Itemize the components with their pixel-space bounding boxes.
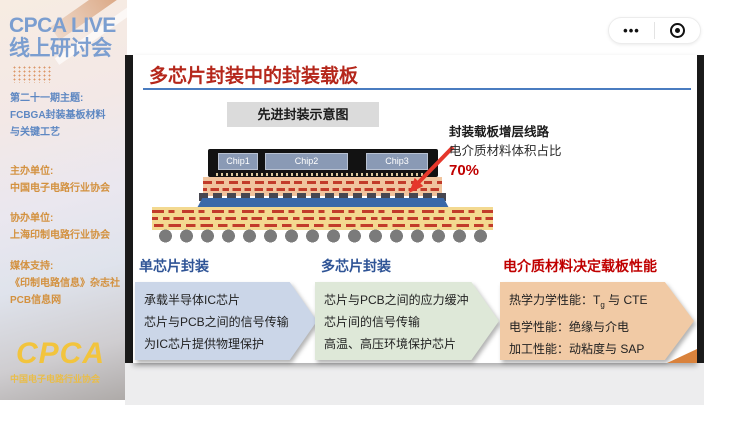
- section1-heading: 单芯片封装: [139, 258, 209, 274]
- annotation-line2: 电介质材料体积占比: [449, 144, 562, 158]
- section1-line1: 承载半导体IC芯片: [144, 293, 241, 307]
- section3-line2: 电学性能：绝缘与介电: [509, 320, 630, 335]
- section2-line3: 高温、高压环境保护芯片: [324, 337, 457, 351]
- slide-corner-decoration: [667, 349, 697, 363]
- section2-heading: 多芯片封装: [321, 258, 391, 274]
- section1-line3: 为IC芯片提供物理保护: [144, 337, 265, 351]
- solder-bump-row: [199, 193, 447, 201]
- diagram-label: 先进封装示意图: [227, 102, 379, 127]
- topic-line1: FCBGA封装基板材料: [10, 110, 106, 121]
- host-label: 主办单位:: [10, 166, 54, 177]
- section2-box: 芯片与PCB之间的应力缓冲 芯片间的信号传输 高温、高压环境保护芯片: [315, 282, 499, 360]
- substrate-layer: [152, 207, 493, 230]
- red-arrow-icon: [409, 145, 455, 193]
- cpca-logo: CPCA: [16, 337, 106, 370]
- slide-title: 多芯片封装中的封装载板: [149, 66, 359, 87]
- section2-line2: 芯片间的信号传输: [324, 315, 421, 329]
- section3-line3: 加工性能：动粘度与 SAP: [509, 342, 645, 357]
- topic-label: 第二十一期主题:: [10, 93, 84, 104]
- section2-line1: 芯片与PCB之间的应力缓冲: [324, 293, 469, 307]
- video-letterbox: [125, 363, 704, 405]
- cohost-name: 上海印制电路行业协会: [10, 230, 110, 241]
- target-circle-icon: [670, 23, 685, 38]
- chip2-block: Chip2: [265, 153, 348, 170]
- buildup-circuit-layer: [203, 177, 442, 196]
- section1-box: 承载半导体IC芯片 芯片与PCB之间的信号传输 为IC芯片提供物理保护: [135, 282, 317, 360]
- solder-ball-row: [155, 229, 491, 244]
- annotation-value: 70%: [449, 162, 480, 179]
- poster-brand-line1: CPCA LIVE: [9, 14, 116, 37]
- miniprogram-capsule: •••: [608, 17, 701, 44]
- section3-line1: 热学力学性能：Tg 与 CTE: [509, 293, 648, 310]
- presentation-slide[interactable]: 多芯片封装中的封装载板 先进封装示意图 Chip1 Chip2 Chip3 封装…: [133, 55, 697, 363]
- video-frame-right-edge: [697, 55, 704, 363]
- substrate-annotation: 封装载板增层线路 电介质材料体积占比 70%: [449, 123, 562, 180]
- dots-pattern-icon: [13, 66, 53, 83]
- package-mold-layer: Chip1 Chip2 Chip3: [208, 149, 438, 177]
- chip1-block: Chip1: [218, 153, 258, 170]
- close-minimize-button[interactable]: [655, 18, 700, 43]
- topic-line2: 与关键工艺: [10, 127, 60, 138]
- media-line1: 《印制电路信息》杂志社: [10, 278, 120, 289]
- section1-line2: 芯片与PCB之间的信号传输: [144, 315, 289, 329]
- chip3-block: Chip3: [366, 153, 428, 170]
- poster-host: 主办单位: 中国电子电路行业协会: [10, 163, 110, 197]
- more-button[interactable]: •••: [609, 18, 654, 43]
- cohost-label: 协办单位:: [10, 213, 54, 224]
- title-divider: [143, 88, 691, 90]
- section3-box: 热学力学性能：Tg 与 CTE 电学性能：绝缘与介电 加工性能：动粘度与 SAP: [500, 282, 694, 360]
- annotation-line1: 封装载板增层线路: [449, 125, 550, 139]
- capsule-divider: [654, 22, 655, 39]
- poster-media: 媒体支持: 《印制电路信息》杂志社 PCB信息网: [10, 258, 120, 309]
- video-frame-left-edge: [125, 55, 133, 363]
- poster-brand: CPCA LIVE 线上研讨会: [9, 14, 116, 60]
- section3-heading: 电介质材料决定载板性能: [503, 258, 657, 274]
- media-label: 媒体支持:: [10, 261, 54, 272]
- media-line2: PCB信息网: [10, 295, 62, 306]
- event-poster: CPCA LIVE 线上研讨会 第二十一期主题: FCBGA封装基板材料 与关键…: [0, 0, 127, 400]
- microbump-row: [216, 173, 430, 176]
- host-name: 中国电子电路行业协会: [10, 183, 110, 194]
- poster-topic: 第二十一期主题: FCBGA封装基板材料 与关键工艺: [10, 90, 106, 141]
- cpca-logo-subtext: 中国电子电路行业协会: [10, 374, 101, 384]
- poster-brand-line2: 线上研讨会: [9, 37, 112, 60]
- more-dots-icon: •••: [623, 22, 640, 38]
- poster-cohost: 协办单位: 上海印制电路行业协会: [10, 210, 110, 244]
